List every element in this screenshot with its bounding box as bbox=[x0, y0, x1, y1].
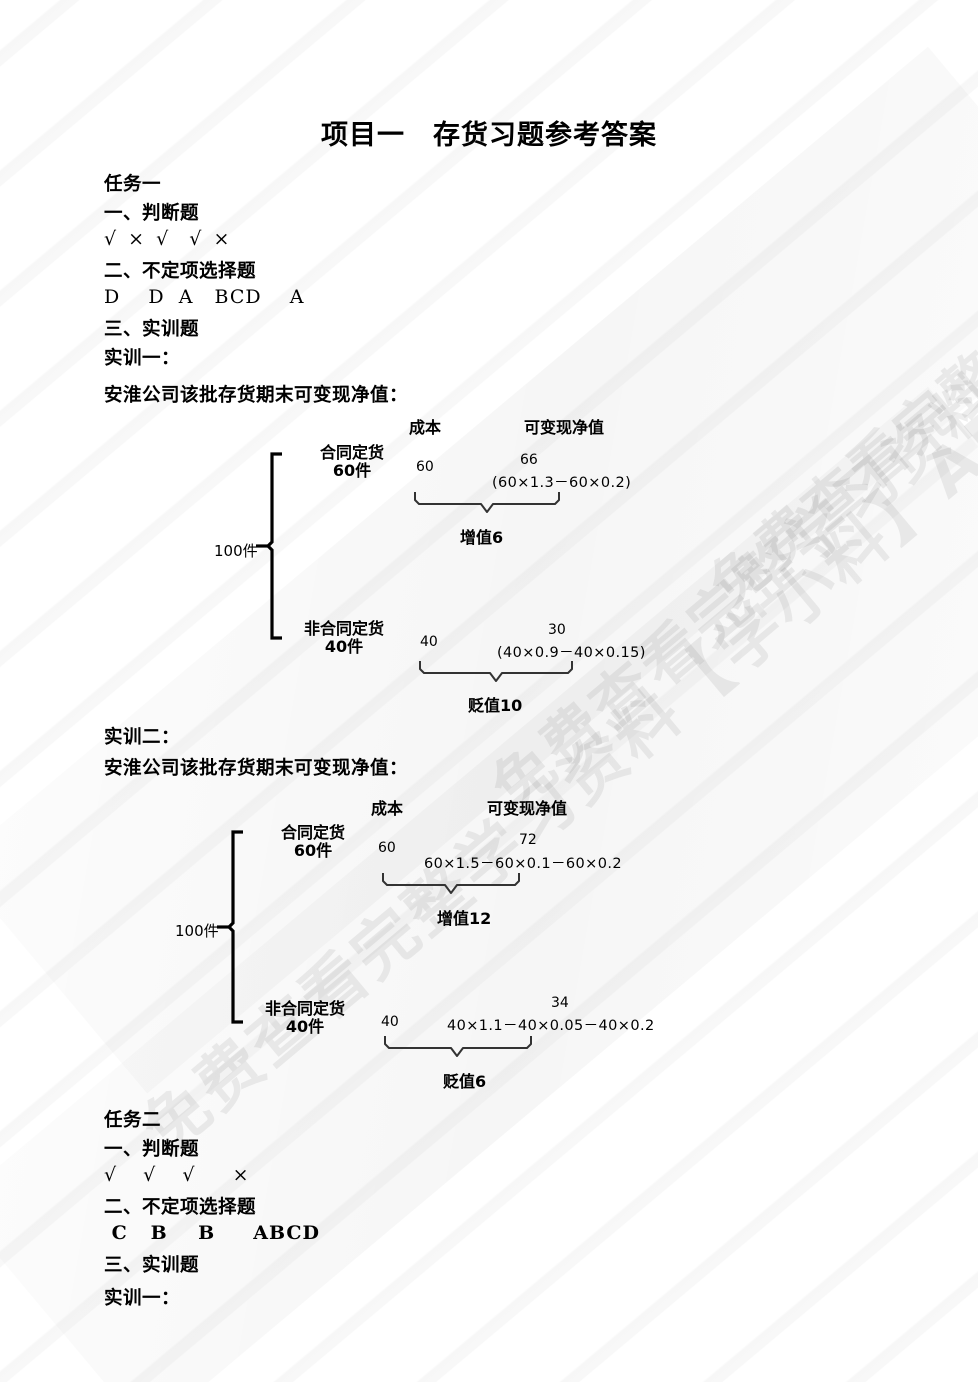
task-one-drill-two-caption: 安淮公司该批存货期末可变现净值： bbox=[104, 758, 409, 779]
diagram1-row2-result: 贬值10 bbox=[468, 696, 523, 715]
task-one-section-3-heading: 三、实训题 bbox=[104, 319, 200, 340]
diagram2-row2-formula: 40×1.1－40×0.05－40×0.2 bbox=[447, 1018, 655, 1034]
diagram2-main-brace bbox=[217, 830, 243, 1024]
page-title: 项目一 存货习题参考答案 bbox=[321, 120, 657, 151]
task-one-section-2-heading: 二、不定项选择题 bbox=[104, 261, 257, 282]
diagram1-row1-nrv: 66 bbox=[520, 452, 538, 468]
task-two-drill-one-label: 实训一： bbox=[104, 1288, 181, 1309]
diagram1-row1-result: 增值6 bbox=[460, 528, 504, 547]
diagram2-cost-header: 成本 bbox=[371, 799, 404, 818]
task-one-drill-one-label: 实训一： bbox=[104, 348, 181, 369]
diagram1-cost-header: 成本 bbox=[409, 418, 442, 437]
diagram2-noncontract-branch-qty: 40件 bbox=[285, 1017, 325, 1037]
diagram2-row1-cost: 60 bbox=[378, 840, 396, 856]
task-one-drill-two-label: 实训二： bbox=[104, 727, 181, 748]
diagram1-noncontract-branch-qty: 40件 bbox=[324, 637, 364, 657]
diagram2-row1-formula: 60×1.5－60×0.1－60×0.2 bbox=[424, 856, 622, 872]
watermark-text: 免费查看完整学习资料【学小料】APP请下载 bbox=[698, 0, 978, 620]
task-one-heading: 任务一 bbox=[104, 174, 162, 195]
diagram1-row2-underbrace bbox=[419, 661, 573, 682]
diagram1-total-label: 100件 bbox=[214, 542, 258, 560]
diagram2-row2-nrv: 34 bbox=[551, 995, 569, 1011]
task-two-truefalse-answers: √ √ √ × bbox=[104, 1164, 254, 1186]
diagram1-contract-branch-label: 合同定货 bbox=[319, 443, 384, 462]
task-one-section-1-heading: 一、判断题 bbox=[104, 203, 200, 224]
task-one-choice-answers: D D A BCD A bbox=[104, 286, 305, 308]
diagram2-row2-result: 贬值6 bbox=[443, 1072, 487, 1091]
task-two-choice-answers: C B B ABCD bbox=[104, 1222, 320, 1244]
diagram1-noncontract-branch-label: 非合同定货 bbox=[303, 619, 384, 638]
diagram1-main-brace bbox=[256, 452, 282, 640]
task-one-truefalse-answers: √ × √ √ × bbox=[104, 228, 233, 250]
diagram1-row2-nrv: 30 bbox=[548, 622, 566, 638]
diagram2-contract-branch-qty: 60件 bbox=[293, 841, 333, 861]
diagram1-row1-formula: (60×1.3－60×0.2) bbox=[492, 475, 632, 491]
diagram2-row2-cost: 40 bbox=[381, 1014, 399, 1030]
diagram2-noncontract-branch-label: 非合同定货 bbox=[264, 999, 345, 1018]
diagram2-row1-nrv: 72 bbox=[519, 832, 537, 848]
diagram2-row2-underbrace bbox=[384, 1036, 532, 1057]
diagram1-row2-formula: (40×0.9－40×0.15) bbox=[497, 645, 646, 661]
diagram2-contract-branch-label: 合同定货 bbox=[280, 823, 345, 842]
diagram1-row1-underbrace bbox=[414, 492, 560, 513]
diagram2-nrv-header: 可变现净值 bbox=[487, 799, 568, 818]
task-one-drill-one-caption: 安淮公司该批存货期末可变现净值： bbox=[104, 385, 409, 406]
diagram2-row1-result: 增值12 bbox=[437, 909, 492, 928]
diagram1-row1-cost: 60 bbox=[416, 459, 434, 475]
task-two-section-2-heading: 二、不定项选择题 bbox=[104, 1197, 257, 1218]
task-two-section-1-heading: 一、判断题 bbox=[104, 1139, 200, 1160]
task-two-section-3-heading: 三、实训题 bbox=[104, 1255, 200, 1276]
diagram2-row1-underbrace bbox=[382, 873, 520, 894]
diagram2-total-label: 100件 bbox=[175, 922, 219, 940]
diagram1-nrv-header: 可变现净值 bbox=[524, 418, 605, 437]
diagram1-contract-branch-qty: 60件 bbox=[332, 461, 372, 481]
task-two-heading: 任务二 bbox=[104, 1110, 162, 1131]
diagram1-row2-cost: 40 bbox=[420, 634, 438, 650]
